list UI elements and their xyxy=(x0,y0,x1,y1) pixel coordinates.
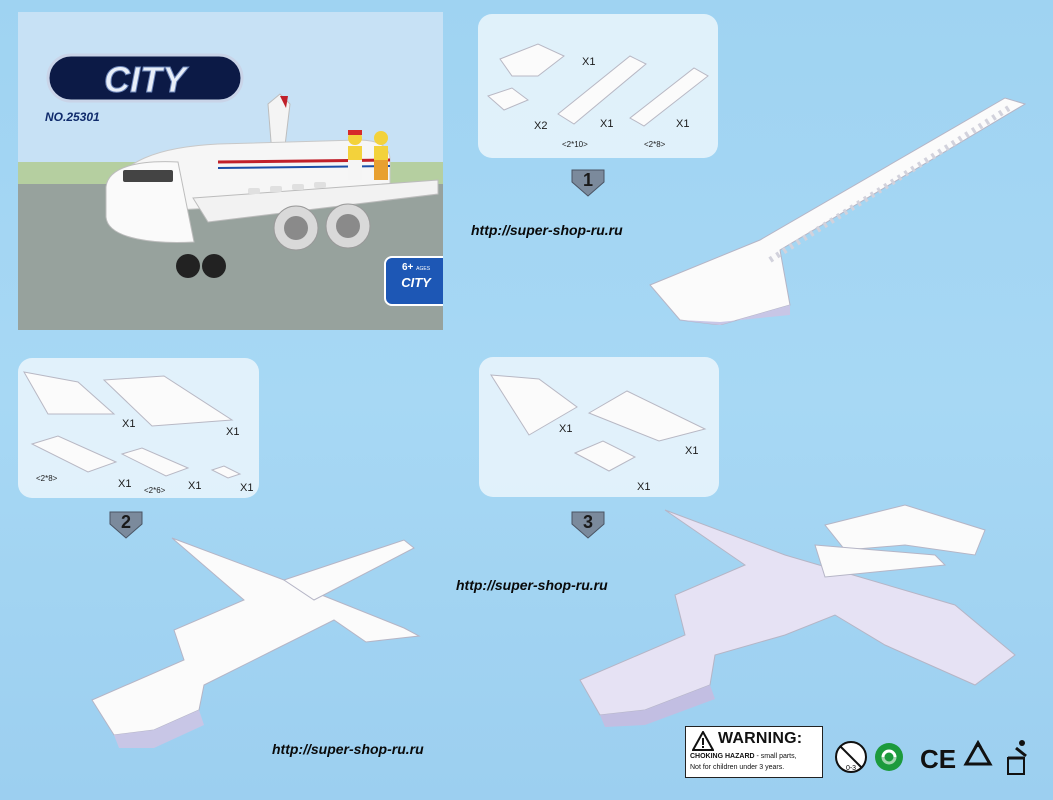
dim-2x8: <2*8> xyxy=(644,140,666,149)
step-2-number: 2 xyxy=(120,512,131,532)
step-3-marker: 3 xyxy=(568,510,608,540)
age-restriction-label: 0-3 xyxy=(846,765,856,772)
choking-hazard-text: CHOKING HAZARD xyxy=(690,753,755,760)
qty-plate-small: X2 xyxy=(534,120,548,132)
brick-wing-left xyxy=(23,371,116,415)
age-badge: 6+ AGES CITY xyxy=(384,256,443,306)
ages-label: AGES xyxy=(416,266,431,272)
age-restriction-icon: 0-3 xyxy=(835,741,867,773)
parts-box-step-2: X1 X1 X1 X1 X1 <2*8> <2*6> xyxy=(18,358,259,498)
cover-image: CITY NO.25301 6+ AGES CITY xyxy=(18,12,443,330)
step-2-marker: 2 xyxy=(106,510,146,540)
step-arrow-icon xyxy=(571,169,605,197)
parts-box-step-3: X1 X1 X1 xyxy=(479,357,719,497)
step-2-assembly xyxy=(91,537,421,748)
qty-slope: X1 xyxy=(582,56,596,68)
qty-wing-left: X1 xyxy=(122,418,136,430)
city-logo-text: CITY xyxy=(104,59,189,100)
watermark-url-1: http://super-shop-ru.ru xyxy=(471,222,623,238)
dim-2x10: <2*10> xyxy=(562,140,588,149)
ce-mark-icon: CE xyxy=(920,744,956,772)
qty-wing-right: X1 xyxy=(226,426,240,438)
step-1-assembly xyxy=(649,97,1027,325)
trash-bin-icon xyxy=(1007,740,1027,775)
cover-scene xyxy=(18,12,443,330)
green-dot-recycling-icon xyxy=(875,743,903,771)
warning-triangle-icon xyxy=(692,731,714,751)
small-parts-text: - small parts, xyxy=(754,753,797,760)
warning-line-1: CHOKING HAZARD - small parts, xyxy=(690,753,797,760)
qty-plate-2x6: X1 xyxy=(188,480,202,492)
step-1-marker: 1 xyxy=(568,168,608,198)
qty-plate-tiny: X1 xyxy=(240,482,254,494)
parts-1-bricks xyxy=(487,43,709,127)
qty-plate-2x10: X1 xyxy=(600,118,614,130)
brick-plate-2x8-b xyxy=(30,435,118,473)
age-badge-brand: CITY xyxy=(401,275,431,290)
step-arrow-icon xyxy=(571,511,605,539)
warning-title: WARNING: xyxy=(718,730,803,747)
dim-2x6: <2*6> xyxy=(144,486,166,495)
brick-plate-2x3 xyxy=(573,440,637,472)
step-3-assembly xyxy=(579,504,1016,727)
qty-plate-2x3: X1 xyxy=(637,481,651,493)
step-1-number: 1 xyxy=(582,170,593,190)
brick-wing-right xyxy=(102,375,234,427)
model-number: NO.25301 xyxy=(45,110,100,124)
age-badge-age: 6+ AGES xyxy=(386,262,443,273)
brick-plate-2x8 xyxy=(629,67,709,127)
qty-tail-left: X1 xyxy=(559,423,573,435)
age-value: 6+ xyxy=(401,262,414,273)
step-arrow-icon xyxy=(109,511,143,539)
brick-tail-right xyxy=(587,390,707,442)
brick-tail-left xyxy=(490,374,578,436)
qty-plate-2x8: X1 xyxy=(676,118,690,130)
brick-plate-2x6 xyxy=(120,447,190,477)
recycle-icon xyxy=(963,740,993,766)
brick-plate-small xyxy=(487,87,529,111)
parts-2-bricks xyxy=(23,371,242,479)
warning-line-2: Not for children under 3 years. xyxy=(690,764,785,771)
city-logo: CITY xyxy=(46,53,244,103)
qty-tail-right: X1 xyxy=(685,445,699,457)
watermark-url-2: http://super-shop-ru.ru xyxy=(456,577,608,593)
brick-plate-tiny xyxy=(210,465,242,479)
brick-slope xyxy=(499,43,565,77)
watermark-url-3: http://super-shop-ru.ru xyxy=(272,741,424,757)
step-3-number: 3 xyxy=(582,512,593,532)
ce-mark-text: CE xyxy=(920,744,956,772)
parts-3-bricks xyxy=(490,374,707,472)
qty-plate-2x8-b: X1 xyxy=(118,478,132,490)
warning-label: WARNING: CHOKING HAZARD - small parts, N… xyxy=(685,726,823,778)
parts-box-step-1: X1 X2 X1 X1 <2*10> <2*8> xyxy=(478,14,718,158)
brick-plate-2x10 xyxy=(557,55,647,125)
dim-2x8-b: <2*8> xyxy=(36,474,58,483)
